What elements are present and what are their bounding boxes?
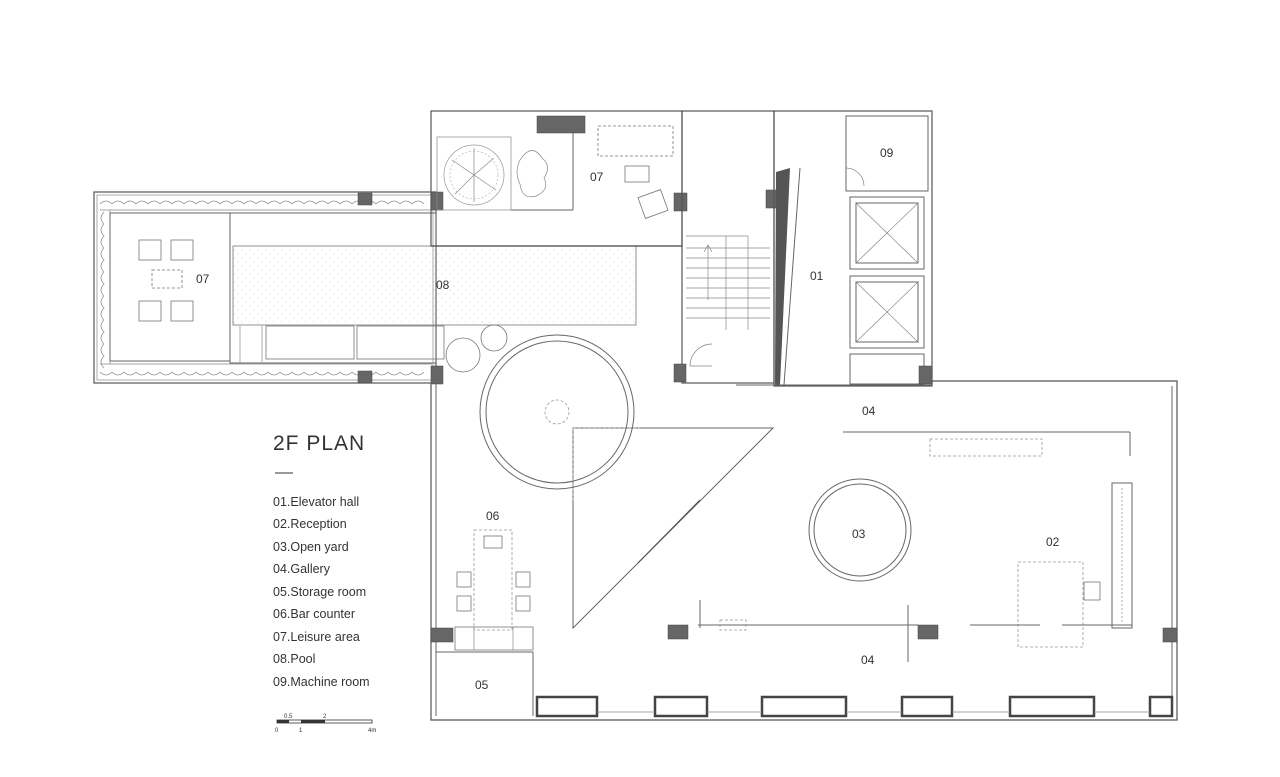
room-label-machine-room: 09 xyxy=(880,146,894,160)
room-label-gallery-bottom: 04 xyxy=(861,653,875,667)
scale-bar: 0 0.5 1 2 4m xyxy=(275,714,376,734)
triangle-wall xyxy=(572,427,775,630)
scale-tick: 0 xyxy=(275,728,279,734)
scale-tick: 0.5 xyxy=(284,714,293,720)
left-wing xyxy=(93,191,637,385)
scale-tick: 4m xyxy=(368,728,376,734)
plan-title: 2F PLAN xyxy=(273,432,365,455)
legend-item: 06.Bar counter xyxy=(273,607,355,621)
planter-top xyxy=(99,200,432,211)
scale-tick: 2 xyxy=(323,714,327,720)
legend-item: 03.Open yard xyxy=(273,540,349,554)
elevator-block xyxy=(773,110,933,387)
main-floor xyxy=(430,334,1178,721)
legend-item: 04.Gallery xyxy=(273,562,331,576)
room-label-open-yard: 03 xyxy=(852,527,866,541)
window-bays xyxy=(535,695,1174,718)
stair-core xyxy=(673,110,779,384)
legend-item: 01.Elevator hall xyxy=(273,495,359,509)
legend-item: 05.Storage room xyxy=(273,585,366,599)
room-labels: 09 07 07 08 01 04 06 03 02 04 05 xyxy=(196,146,1060,692)
leisure-chairs xyxy=(138,239,194,322)
top-block xyxy=(430,110,688,247)
room-label-reception: 02 xyxy=(1046,535,1060,549)
room-label-pool: 08 xyxy=(436,278,450,292)
planter-left xyxy=(100,210,111,369)
room-label-elevator-hall: 01 xyxy=(810,269,824,283)
stair-treads xyxy=(686,247,770,319)
legend-item: 09.Machine room xyxy=(273,675,370,689)
planter-bottom xyxy=(99,363,432,376)
scale-tick: 1 xyxy=(299,728,303,734)
room-label-leisure-top: 07 xyxy=(590,170,604,184)
legend-item: 02.Reception xyxy=(273,517,347,531)
room-label-gallery-top: 04 xyxy=(862,404,876,418)
room-label-leisure-left: 07 xyxy=(196,272,210,286)
legend-item: 07.Leisure area xyxy=(273,630,360,644)
tree-icon xyxy=(443,144,505,206)
circular-volume xyxy=(479,334,635,490)
room-label-storage-room: 05 xyxy=(475,678,489,692)
legend-item: 08.Pool xyxy=(273,652,315,666)
room-label-bar-counter: 06 xyxy=(486,509,500,523)
legend: 2F PLAN 01.Elevator hall 02.Reception 03… xyxy=(273,432,370,689)
